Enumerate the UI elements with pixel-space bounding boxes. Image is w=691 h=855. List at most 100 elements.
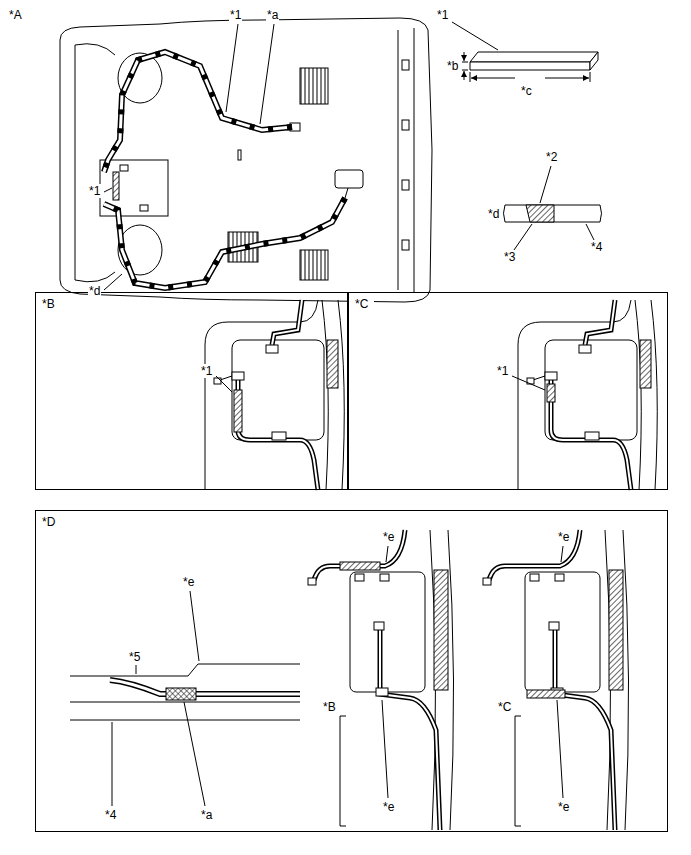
callout-label: *d [88,284,101,298]
wire-harness [104,52,292,172]
leader-line [514,224,532,250]
section-detail [70,664,300,676]
dimension-line [462,70,468,71]
leader-line [216,376,545,392]
dimension-line [462,62,468,63]
leader-line [512,376,545,390]
vehicle-outline [398,30,399,290]
dimension-line [464,52,465,61]
wire-taping [600,205,602,222]
leader-line [540,166,551,203]
leader-line [184,702,205,806]
leader-line [104,24,274,290]
vehicle-outline [414,28,415,292]
wire-harness [113,172,119,200]
callout-label: *d [487,207,500,221]
leader-line [561,546,563,562]
tape-mark [234,390,242,432]
callout-label: *e [382,530,395,544]
floor-detail [205,300,344,490]
callout-label: *A [8,8,23,22]
vehicle-outline [402,180,409,190]
floor-detail [483,530,629,830]
leader-line [136,665,137,674]
wire-harness [104,198,345,288]
leader-line [557,700,563,798]
vehicle-outline [140,205,148,211]
bracket [340,716,521,826]
leader-line [586,224,594,240]
vehicle-outline [60,18,432,302]
dimension-line [452,22,498,50]
callout-label: *b [446,59,459,73]
vehicle-outline [345,188,348,198]
tape-mark [527,690,565,698]
vehicle-outline [402,240,409,250]
callout-label: *3 [503,250,516,264]
wire-harness [104,198,345,288]
panel-frame: *B [35,292,348,490]
tape-mark [234,384,555,432]
leader-line [382,546,563,798]
section-detail [110,680,300,694]
wire-harness [104,52,292,172]
leader-line [260,24,274,124]
vehicle-outline [402,120,409,130]
leader-line [226,24,238,112]
dimension-line [545,78,589,79]
section-detail [70,702,300,703]
bracket [340,716,346,826]
callout-label: *e [557,530,570,544]
callout-label: *a [266,8,279,22]
panel-label: *D [36,511,61,533]
dimension-line [471,78,515,79]
callout-label: *a [200,808,213,822]
vehicle-outline [120,165,128,171]
tape-mark [340,562,565,698]
wire-taping [526,205,554,222]
leader-line [112,722,113,806]
tape-mark [547,384,555,402]
vehicle-outline [75,45,76,280]
floor-detail [518,300,657,490]
vehicle-outline [402,60,409,70]
floor-detail [308,530,454,830]
callout-label: *e [182,575,195,589]
callout-label: *2 [545,150,558,164]
callout-label: *1 [436,8,449,22]
panel-label: *B [36,293,61,315]
callout-label: *C [497,700,512,714]
callout-label: *4 [590,240,603,254]
wire-taping [504,205,602,222]
leader-line [216,376,232,392]
dimension-line [470,72,471,82]
vehicle-outline [335,170,363,188]
callout-label: *1 [200,364,213,378]
vehicle-outline [238,150,241,160]
vehicle-outline [60,18,432,302]
leader-line [386,546,388,562]
tape-strip [470,62,590,70]
callout-label: *c [520,84,533,98]
vehicle-outline [75,44,115,55]
wire-taping [504,205,506,222]
leader-line [104,188,112,192]
wire-harness [104,52,345,288]
tape-strip [470,52,598,62]
section-detail [70,664,300,720]
leader-line [104,274,122,290]
dimension-line [590,72,591,82]
section-detail [110,680,300,694]
seat-grid [300,250,328,280]
callout-label: *1 [88,184,101,198]
callout-label: *e [557,800,570,814]
callout-label: *e [382,800,395,814]
leader-line [190,591,199,661]
leader-line [514,166,594,250]
dimension-line [464,71,465,80]
panel-frame: *D [35,510,668,832]
tape-mark [340,562,380,570]
section-detail [166,688,196,700]
